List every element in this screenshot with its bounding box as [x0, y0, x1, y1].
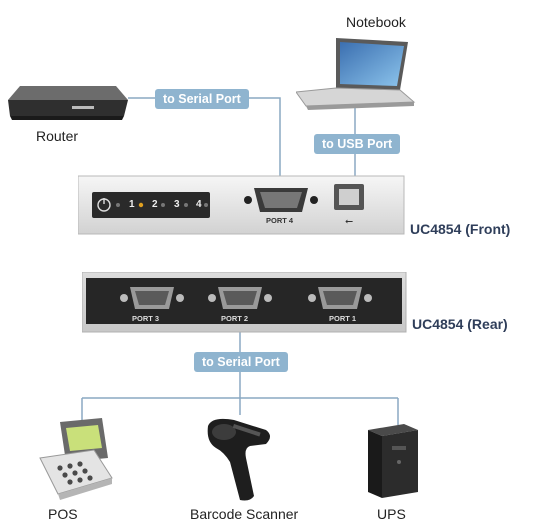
rear-port2-label: PORT 2	[221, 314, 249, 323]
led-number-4: 4	[196, 199, 202, 210]
led-number-1: 1	[129, 199, 135, 210]
ups-icon	[368, 424, 418, 498]
barcode-scanner-icon	[207, 418, 270, 501]
notebook-connection-label: to USB Port	[314, 134, 401, 154]
port4-label: PORT 4	[266, 216, 294, 225]
led-number-3: 3	[174, 199, 180, 210]
rear-panel-title: UC4854 (Rear)	[412, 316, 508, 332]
rear-port3-label: PORT 3	[132, 314, 160, 323]
router-icon	[8, 86, 128, 120]
rear-panel	[82, 272, 407, 333]
pos-label: POS	[48, 506, 78, 522]
ups-label: UPS	[377, 506, 406, 522]
svg-text:⭠: ⭠	[345, 216, 353, 227]
pos-terminal-icon	[39, 418, 113, 500]
notebook-label: Notebook	[346, 14, 406, 30]
router-to-port4-line	[128, 97, 281, 185]
scanner-label: Barcode Scanner	[190, 506, 299, 522]
notebook-icon	[296, 38, 416, 110]
front-panel: ⭠	[78, 175, 405, 235]
front-panel-title: UC4854 (Front)	[410, 221, 511, 237]
router-label: Router	[36, 128, 79, 144]
led-number-2: 2	[152, 199, 158, 210]
router-connection-label: to Serial Port	[155, 89, 249, 109]
rear-connection-label: to Serial Port	[194, 352, 288, 372]
rear-port1-label: PORT 1	[329, 314, 357, 323]
